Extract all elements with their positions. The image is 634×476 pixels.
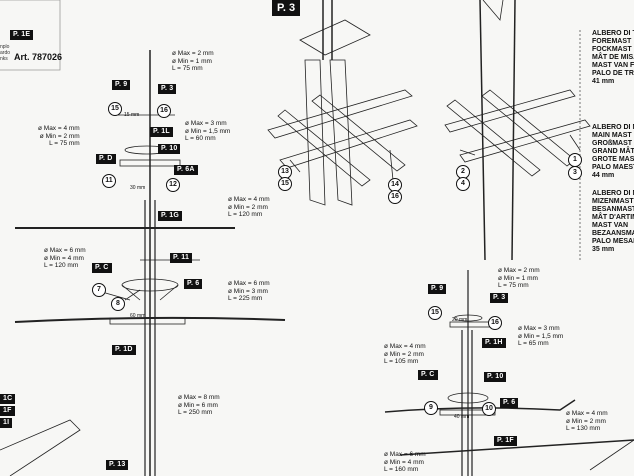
part-number-11: 11 (102, 174, 116, 188)
part-number-16: 16 (157, 104, 171, 118)
tag-p1g: P. 1G (158, 211, 182, 221)
dim-15mm: 15 mm (124, 112, 140, 118)
part-number-7: 7 (92, 283, 106, 297)
right-dim-40mm: 40 mm (454, 414, 470, 420)
tag-p10: P. 10 (158, 144, 181, 154)
tag-p6a: P. 6A (174, 165, 198, 175)
tag-p11: P. 11 (170, 253, 193, 263)
right-tag-p9: P. 9 (428, 284, 447, 294)
right-tag-p1h: P. 1H (482, 338, 506, 348)
tag-p3: P. 3 (158, 84, 177, 94)
p3-number-4: 4 (456, 177, 470, 191)
corner-small-2: ardo (0, 50, 11, 56)
right-number-15: 15 (428, 306, 442, 320)
article-number: Art. 787026 (14, 52, 63, 62)
p3-number-16: 16 (388, 190, 402, 204)
right-number-10: 10 (482, 402, 496, 416)
right-dim-20mm: 20 mm (452, 317, 468, 323)
p3-cap-left (299, 19, 371, 56)
corner-small-3: nks (0, 56, 8, 62)
part-number-8: 8 (111, 297, 125, 311)
right-tag-pc: P. C (418, 370, 438, 380)
corner-small-1: nplo (0, 44, 10, 50)
tag-pd: P. D (96, 154, 116, 164)
p3-title-tag: P. 3 (272, 0, 301, 16)
tag-p6: P. 6 (184, 279, 203, 289)
p3-number-1: 1 (568, 153, 582, 167)
tag-p13: P. 13 (106, 460, 129, 470)
tag-p9: P. 9 (112, 80, 131, 90)
dim-60mm: 60 mm (130, 313, 146, 319)
side-tag-1i: 1I (0, 418, 13, 428)
part-number-15: 15 (108, 102, 122, 116)
side-tag-1f: 1F (0, 406, 15, 416)
tag-p1d: P. 1D (112, 345, 136, 355)
corner-label-box (0, 0, 61, 71)
corner-tag: P. 1E (10, 30, 34, 40)
foremast-text: ALBERO DI TRFOREMASTFOCKMASTMÂT DE MISAI… (592, 30, 634, 85)
dim-30mm: 30 mm (130, 185, 146, 191)
p3-number-15: 15 (278, 177, 292, 191)
right-tag-p3: P. 3 (490, 293, 509, 303)
tag-p1l: P. 1L (150, 127, 173, 137)
right-tag-p1f: P. 1F (494, 436, 517, 446)
tag-pc: P. C (92, 263, 112, 273)
right-tag-p10: P. 10 (484, 372, 507, 382)
right-number-16: 16 (488, 316, 502, 330)
lower-spar (0, 419, 81, 476)
p3-number-3: 3 (568, 166, 582, 180)
right-tag-p6: P. 6 (500, 398, 519, 408)
right-number-9: 9 (424, 401, 438, 415)
part-number-12: 12 (166, 178, 180, 192)
side-tag-1c: 1C (0, 394, 16, 404)
